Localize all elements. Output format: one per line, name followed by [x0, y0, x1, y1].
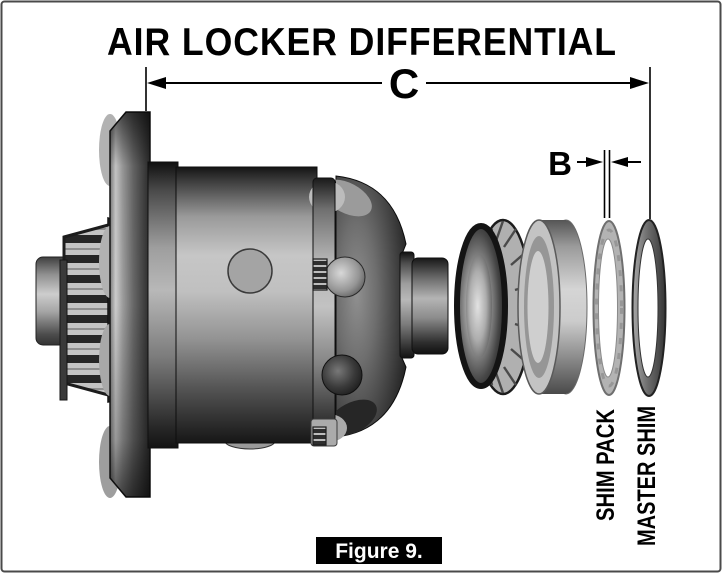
threaded-plug-top [312, 258, 328, 291]
threaded-plug-bottom [312, 426, 327, 446]
shim-pack-hole [598, 238, 618, 378]
caption-text: Figure 9. [335, 540, 423, 563]
axle-stub-right [399, 251, 449, 359]
figure-title: AIR LOCKER DIFFERENTIAL [107, 21, 617, 64]
dimension-c: C [145, 60, 651, 219]
ring-gear-flange [99, 111, 151, 498]
case-step-ring [147, 161, 179, 449]
bearing-left-cage-lip [59, 259, 68, 401]
master-shim-hole [637, 238, 659, 378]
dimension-b: B [548, 145, 641, 218]
race-inner-surface [527, 251, 549, 363]
case-rim [309, 177, 366, 447]
shim-pack-ring [592, 220, 626, 396]
flange-plate-shading [110, 112, 150, 497]
dimension-b-arrow-left [611, 157, 628, 167]
master-shim-ring [631, 219, 667, 397]
bearing-race [517, 219, 588, 395]
bell-window-top [336, 179, 372, 217]
caption-box [316, 537, 442, 564]
dimension-b-label: B [548, 145, 572, 182]
shim-pack-label: SHIM PACK [592, 409, 620, 521]
cross-shaft-boss-top [324, 256, 366, 298]
master-shim-label: MASTER SHIM [633, 406, 661, 546]
case-boss [227, 248, 273, 294]
dimension-b-arrow-right [586, 157, 603, 167]
dimension-c-arrow-left [147, 77, 166, 89]
dimension-c-arrow-right [630, 77, 649, 89]
differential-assembly [35, 111, 667, 498]
differential-case-body [175, 166, 318, 444]
rim-band [312, 177, 336, 437]
shim-pack-texture [595, 228, 623, 388]
bearing-right-bore [466, 254, 492, 358]
dimension-c-label: C [389, 60, 419, 107]
figure-caption: Figure 9. [316, 537, 442, 564]
axle-stub-right-shaft [411, 257, 449, 355]
carrier-bearing-right [454, 218, 533, 396]
cross-shaft-boss-bottom [321, 354, 363, 396]
